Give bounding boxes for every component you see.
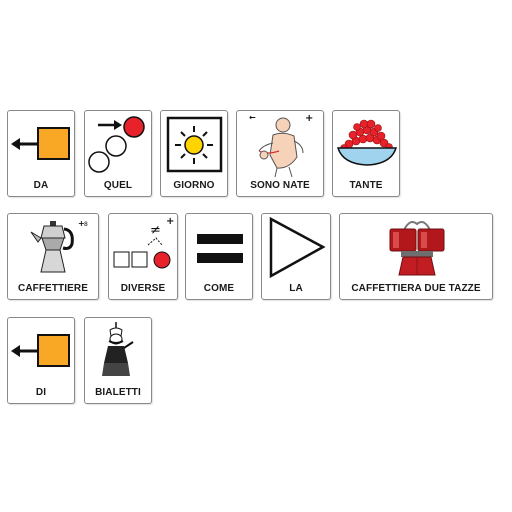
arrow-left-square-icon xyxy=(11,127,70,160)
moka-pot-icon: + 8 xyxy=(30,219,88,273)
symbol-card-caffettiere[interactable]: + 8 CAFFETTIERE xyxy=(7,213,99,300)
arrow-left-square-icon xyxy=(11,334,70,367)
card-label: CAFFETTIERA DUE TAZZE xyxy=(351,283,481,294)
play-triangle-icon xyxy=(269,216,326,279)
symbol-card-sono-nate[interactable]: ← + SONO NATE xyxy=(236,110,324,197)
two-cup-coffee-maker-icon xyxy=(389,221,445,276)
svg-text:+: + xyxy=(166,216,174,227)
symbol-card-giorno[interactable]: GIORNO xyxy=(160,110,228,197)
card-label: BIALETTI xyxy=(95,387,141,398)
symbol-card-caffettiera-due-tazze[interactable]: CAFFETTIERA DUE TAZZE xyxy=(339,213,493,300)
pointing-circles-icon xyxy=(88,116,145,173)
symbol-card-da[interactable]: DA xyxy=(7,110,75,197)
symbol-card-come[interactable]: COME xyxy=(185,213,253,300)
card-label: LA xyxy=(289,283,303,294)
bowl-of-berries-icon xyxy=(336,119,398,166)
svg-text:8: 8 xyxy=(84,221,88,228)
card-label: SONO NATE xyxy=(250,180,310,191)
symbol-card-la[interactable]: LA xyxy=(261,213,331,300)
card-label: QUEL xyxy=(103,180,133,191)
symbol-card-diverse[interactable]: + ≠ DIVERSE xyxy=(108,213,178,300)
symbol-card-bialetti[interactable]: BIALETTI xyxy=(84,317,152,404)
symbol-card-tante[interactable]: TANTE xyxy=(332,110,400,197)
svg-text:≠: ≠ xyxy=(150,223,161,238)
birth-icon: ← + xyxy=(249,113,313,178)
card-label: TANTE xyxy=(349,180,383,191)
card-label: DI xyxy=(35,387,47,398)
card-label: CAFFETTIERE xyxy=(18,283,88,294)
symbol-card-quel[interactable]: QUEL xyxy=(84,110,152,197)
symbol-card-di[interactable]: DI xyxy=(7,317,75,404)
svg-text:+: + xyxy=(305,113,313,124)
card-label: COME xyxy=(203,283,235,294)
svg-text:+: + xyxy=(78,219,85,228)
mustache-man-icon xyxy=(102,322,134,376)
card-label: DA xyxy=(33,180,49,191)
svg-text:←: ← xyxy=(249,113,256,122)
equals-icon xyxy=(197,234,243,263)
card-label: DIVERSE xyxy=(120,283,166,294)
sun-icon xyxy=(166,116,223,173)
card-label: GIORNO xyxy=(173,180,215,191)
different-squares-icon: + ≠ xyxy=(113,216,174,269)
